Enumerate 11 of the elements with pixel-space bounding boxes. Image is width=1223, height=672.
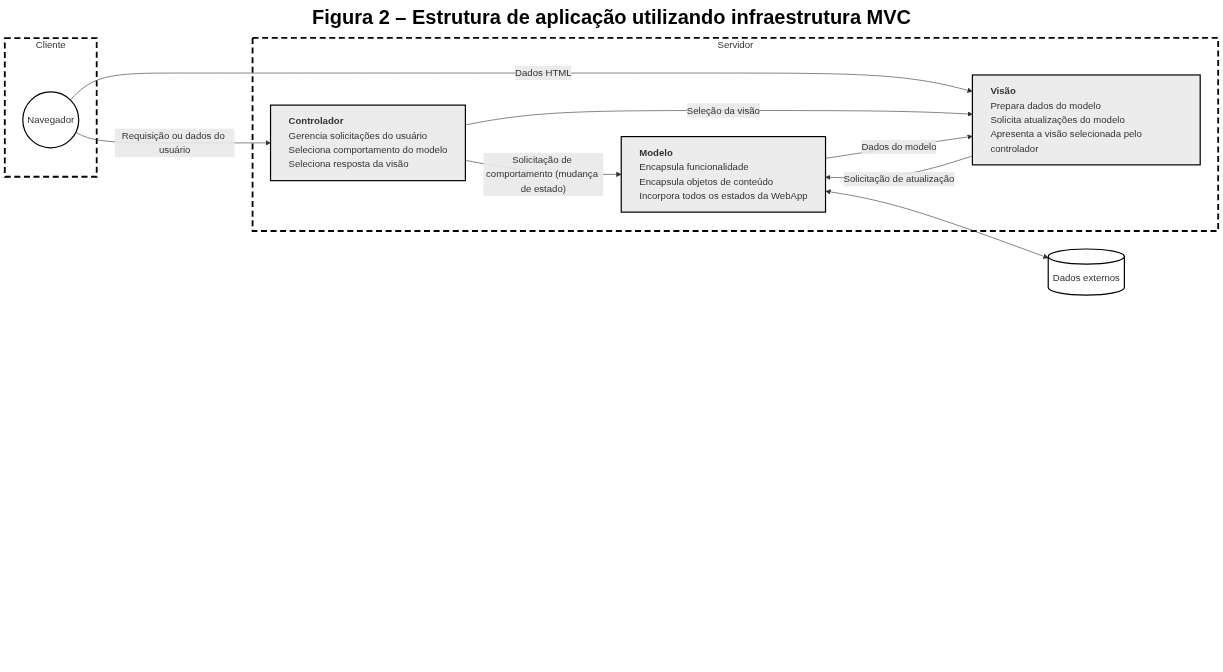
edge-label: Requisição ou dados do usuário — [121, 130, 225, 155]
edge-label: Solicitação de atualização — [843, 173, 955, 185]
edge-label: Solicitação de comportamento (mudança de estado) — [486, 154, 598, 194]
edge-label: Dados do modelo — [861, 141, 937, 152]
figure-title: Figura 2 – Estrutura de aplicação utilizando infraestrutura MVC — [311, 6, 912, 29]
edge-label: Dados HTML — [515, 67, 572, 78]
node-circle: Navegador — [22, 91, 80, 149]
node-box: Modelo Encapsula funcionalidade Encapsula objetos de conteúdo Incorpora todos os estados da WebApp — [620, 136, 827, 213]
edge-label: Seleção da visão — [686, 105, 760, 116]
node-box: Visão Prepara dados do modelo Solicita atualizações do modelo Apresenta a visão selecionada pelo controlador — [971, 74, 1201, 166]
node-box: Controlador Gerencia solicitações do usuário Seleciona comportamento do modelo Seleciona resposta da visão — [269, 104, 466, 182]
